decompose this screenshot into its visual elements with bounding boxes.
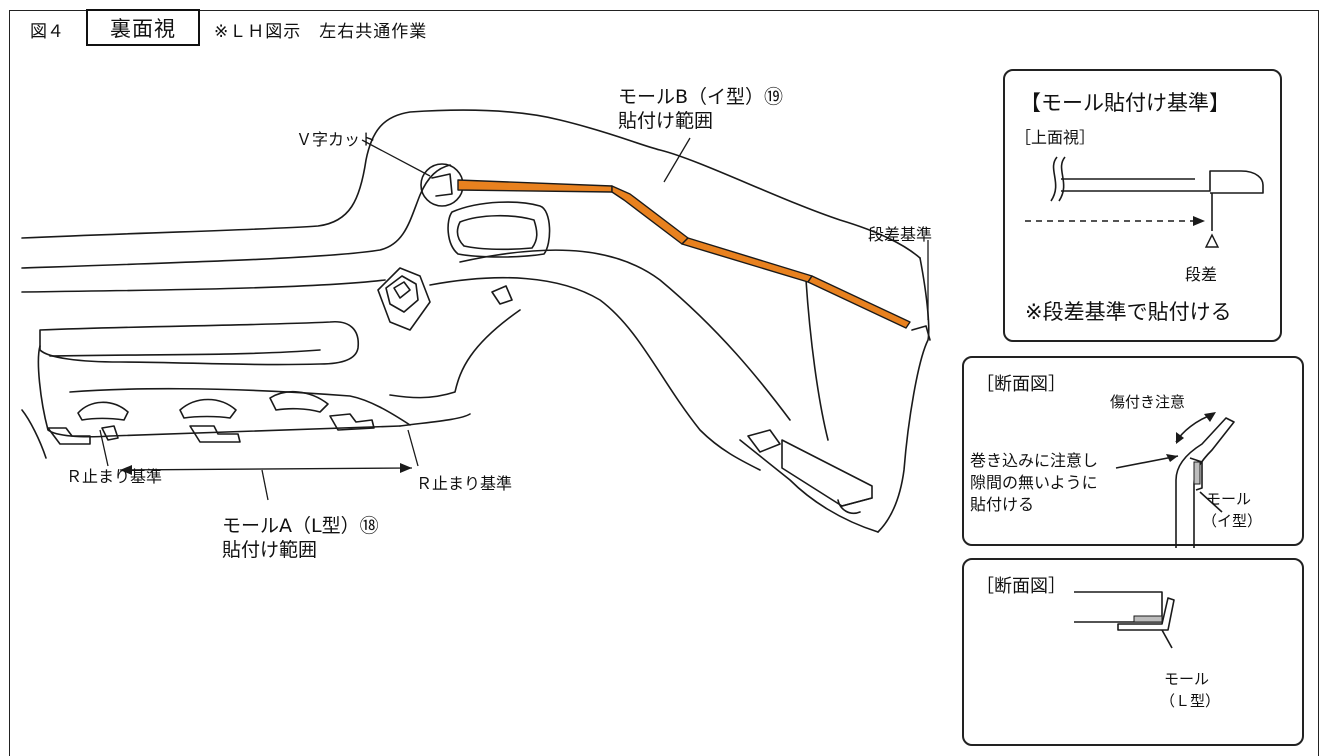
molding-b-segment-2 xyxy=(611,185,689,245)
instruction-line-1: 巻き込みに注意し xyxy=(970,451,1099,470)
section-view-1-panel: ［断面図］ 傷付き注意 巻き込みに注意し 隙間の無いように 貼付ける モール （… xyxy=(962,356,1304,548)
molding-b-segment-3 xyxy=(681,237,813,283)
figure-note: ※ＬＨ図示 左右共通作業 xyxy=(214,22,428,42)
section-view-2-panel: ［断面図］ モール （Ｌ型） xyxy=(962,558,1304,746)
scratch-caution-label: 傷付き注意 xyxy=(1110,393,1186,411)
instruction-line-2: 隙間の無いように xyxy=(970,473,1098,492)
r-stop-right-label: Ｒ止まり基準 xyxy=(416,474,513,493)
instruction-line-3: 貼付ける xyxy=(970,495,1035,514)
top-view-label: ［上面視］ xyxy=(1015,128,1096,147)
r-stop-left-label: Ｒ止まり基準 xyxy=(66,467,163,486)
molding-label-i: モール xyxy=(1206,490,1252,508)
section-view-1-diagram xyxy=(1115,412,1235,548)
figure-frame xyxy=(9,10,1319,756)
view-title: 裏面視 xyxy=(86,9,200,46)
reference-instruction: ※段差基準で貼付ける xyxy=(1025,300,1232,324)
section-view-2-title: ［断面図］ xyxy=(976,576,1066,597)
molding-b-segment-1 xyxy=(457,179,613,193)
molding-a-range-label: 貼付け範囲 xyxy=(222,539,318,561)
molding-label-l: モール xyxy=(1164,670,1210,688)
section-view-2-diagram xyxy=(1074,591,1175,649)
molding-b-range-label: 貼付け範囲 xyxy=(618,110,714,132)
step-label: 段差 xyxy=(1185,265,1218,284)
molding-reference-panel: 【モール貼付け基準】 ［上面視］ 段差 ※段差基準で貼付ける xyxy=(1003,69,1282,342)
molding-type-l: （Ｌ型） xyxy=(1160,692,1221,710)
molding-type-i: （イ型） xyxy=(1202,512,1263,530)
figure-number: 図４ xyxy=(30,22,64,42)
reference-panel-title: 【モール貼付け基準】 xyxy=(1020,91,1230,115)
step-reference-label: 段差基準 xyxy=(868,225,933,244)
molding-b-label: モールB（イ型）⑲ xyxy=(618,86,784,108)
section-view-1-title: ［断面図］ xyxy=(976,374,1066,395)
molding-a-label: モールA（L型）⑱ xyxy=(222,515,379,537)
molding-b-segment-4 xyxy=(807,275,911,329)
top-view-diagram xyxy=(1025,156,1264,248)
v-cut-label: Ｖ字カット xyxy=(296,130,377,149)
